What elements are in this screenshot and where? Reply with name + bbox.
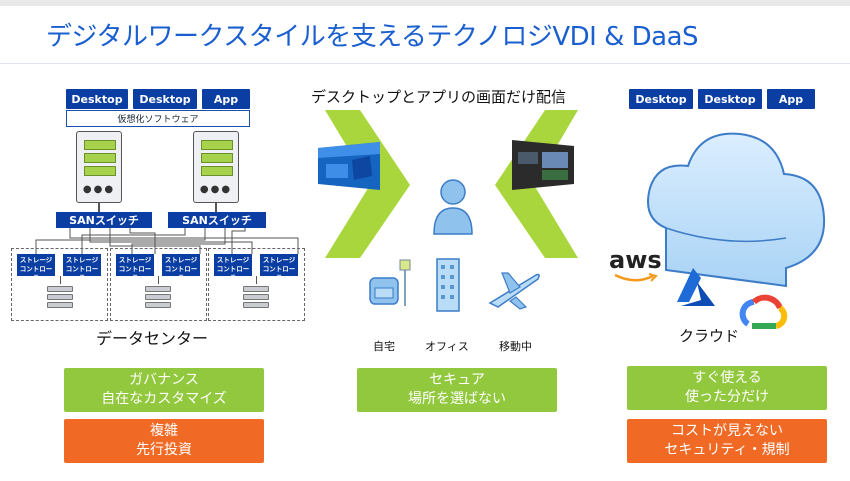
location-home: 自宅 bbox=[373, 340, 395, 353]
datacenter-pros: ガバナンス自在なカスタマイズ bbox=[64, 368, 264, 412]
storage-controller: ストレージコントローラ bbox=[214, 254, 252, 282]
storage-controller: ストレージコントローラ bbox=[63, 254, 101, 282]
datacenter-caption: データセンター bbox=[96, 329, 209, 348]
disk-array-icon bbox=[145, 286, 171, 314]
airplane-icon bbox=[488, 272, 540, 310]
storage-controller: ストレージコントローラ bbox=[17, 254, 55, 282]
cloud-desktop-box-2: Desktop bbox=[698, 89, 762, 109]
aws-logo: aws bbox=[609, 246, 662, 274]
cloud-app-box: App bbox=[767, 89, 815, 109]
google-cloud-logo-icon bbox=[739, 294, 788, 329]
location-office: オフィス bbox=[425, 340, 469, 353]
disk-array-icon bbox=[243, 286, 269, 314]
storage-group-2 bbox=[110, 248, 207, 321]
app-screen-icon bbox=[512, 140, 574, 190]
san-switch-2: SANスイッチ bbox=[168, 212, 266, 228]
user-icon bbox=[433, 179, 473, 235]
slide-title: デジタルワークスタイルを支えるテクノロジVDI & DaaS bbox=[46, 22, 699, 52]
server-icon: ●●● bbox=[193, 131, 239, 203]
top-strip bbox=[0, 0, 850, 6]
dc-desktop-box-1: Desktop bbox=[66, 89, 128, 109]
delivery-heading: デスクトップとアプリの画面だけ配信 bbox=[311, 88, 567, 106]
storage-group-1 bbox=[11, 248, 108, 321]
windows-desktop-screen-icon bbox=[318, 142, 380, 190]
storage-controller: ストレージコントローラ bbox=[260, 254, 298, 282]
location-mobile: 移動中 bbox=[499, 340, 532, 353]
armchair-lamp-icon bbox=[369, 259, 411, 306]
storage-controller: ストレージコントローラ bbox=[116, 254, 154, 282]
office-building-icon bbox=[436, 258, 460, 312]
datacenter-cons: 複雑先行投資 bbox=[64, 419, 264, 463]
title-divider bbox=[0, 63, 850, 64]
vdi-pros: セキュア場所を選ばない bbox=[357, 368, 557, 412]
storage-controller: ストレージコントローラ bbox=[162, 254, 200, 282]
cloud-cons: コストが見えないセキュリティ・規制 bbox=[627, 419, 827, 463]
aws-smile-icon bbox=[614, 273, 658, 282]
dc-desktop-box-2: Desktop bbox=[133, 89, 197, 109]
cloud-caption: クラウド bbox=[679, 327, 740, 345]
cloud-icon bbox=[647, 132, 826, 288]
right-arrow-shape bbox=[495, 110, 578, 258]
cloud-desktop-box-1: Desktop bbox=[629, 89, 693, 109]
san-switch-1: SANスイッチ bbox=[56, 212, 152, 228]
dc-app-box: App bbox=[202, 89, 250, 109]
virtualization-software-box: 仮想化ソフトウェア bbox=[66, 110, 250, 127]
cloud-pros: すぐ使える使った分だけ bbox=[627, 366, 827, 410]
disk-array-icon bbox=[47, 286, 73, 314]
server-icon: ●●● bbox=[76, 131, 122, 203]
azure-logo-icon bbox=[677, 268, 715, 306]
left-arrow-shape bbox=[325, 110, 410, 258]
storage-group-3 bbox=[208, 248, 305, 321]
